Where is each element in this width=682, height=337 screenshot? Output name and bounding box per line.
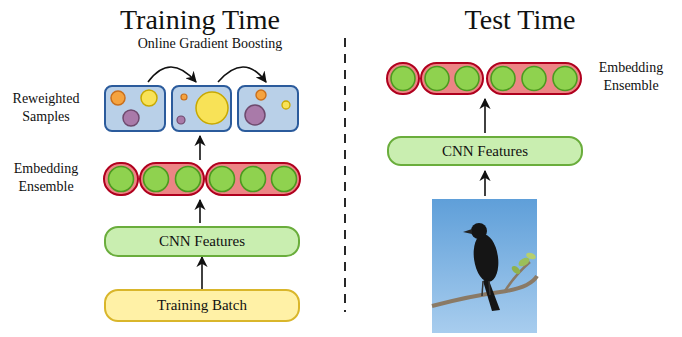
- flow-arrow: [199, 136, 201, 160]
- photo-bird-beak: [463, 229, 472, 234]
- process-box: CNN Features: [104, 226, 300, 257]
- photo-bird-head: [471, 223, 487, 239]
- ensemble-group: [206, 163, 300, 195]
- row-label: Reweighted Samples: [2, 90, 90, 126]
- section-heading: Training Time: [95, 2, 305, 38]
- embedding-unit: [455, 67, 479, 91]
- photo-leaf: [525, 251, 536, 260]
- embedding-unit: [391, 67, 415, 91]
- flow-arrow: [484, 99, 486, 133]
- process-label: Online Gradient Boosting: [125, 35, 295, 53]
- embedding-unit: [272, 167, 297, 192]
- ensemble-group: [487, 63, 581, 94]
- photo-twig: [505, 262, 530, 291]
- sample-dot: [196, 92, 228, 124]
- photo-leaf: [510, 264, 522, 275]
- sample-dot: [141, 90, 157, 106]
- ensemble-group: [387, 63, 419, 94]
- section-heading: Test Time: [415, 2, 625, 38]
- embedding-unit: [210, 167, 235, 192]
- sample-dot: [282, 101, 290, 109]
- photo-bird-tail: [483, 278, 500, 311]
- sample-box: [172, 86, 231, 131]
- photo-sky: [432, 199, 537, 333]
- sample-box: [105, 86, 165, 131]
- box-label: Training Batch: [157, 297, 247, 314]
- embedding-unit: [553, 67, 577, 91]
- flow-arrow: [199, 200, 201, 223]
- row-label: Embedding Ensemble: [2, 160, 90, 196]
- embedding-unit: [241, 167, 266, 192]
- embedding-unit: [109, 167, 134, 192]
- flow-arrow: [484, 171, 486, 196]
- bird-photo: [432, 199, 537, 333]
- ensemble-group: [104, 163, 138, 195]
- sample-dot: [111, 91, 125, 105]
- ensemble-group: [421, 63, 483, 94]
- box-label: CNN Features: [442, 143, 528, 160]
- box-label: CNN Features: [159, 233, 245, 250]
- divider-line: [344, 38, 346, 312]
- ensemble-group: [140, 163, 204, 195]
- sample-box: [238, 86, 298, 131]
- embedding-unit: [176, 167, 201, 192]
- flow-arrow: [201, 257, 203, 289]
- process-box: CNN Features: [387, 136, 583, 166]
- photo-bird-leg: [482, 281, 483, 296]
- sample-dot: [181, 94, 187, 100]
- sample-dot: [245, 105, 265, 125]
- photo-bird-leg: [489, 281, 490, 295]
- boosting-arrow: [218, 67, 266, 82]
- sample-dot: [123, 110, 139, 126]
- sample-dot: [256, 90, 266, 100]
- photo-bird-body: [471, 233, 501, 284]
- boosting-arrow: [148, 67, 196, 82]
- sample-dot: [177, 116, 185, 124]
- embedding-unit: [144, 167, 169, 192]
- process-box: Training Batch: [104, 289, 300, 322]
- embedding-unit: [425, 67, 449, 91]
- embedding-unit: [522, 67, 546, 91]
- embedding-unit: [491, 67, 515, 91]
- row-label: Embedding Ensemble: [586, 59, 676, 95]
